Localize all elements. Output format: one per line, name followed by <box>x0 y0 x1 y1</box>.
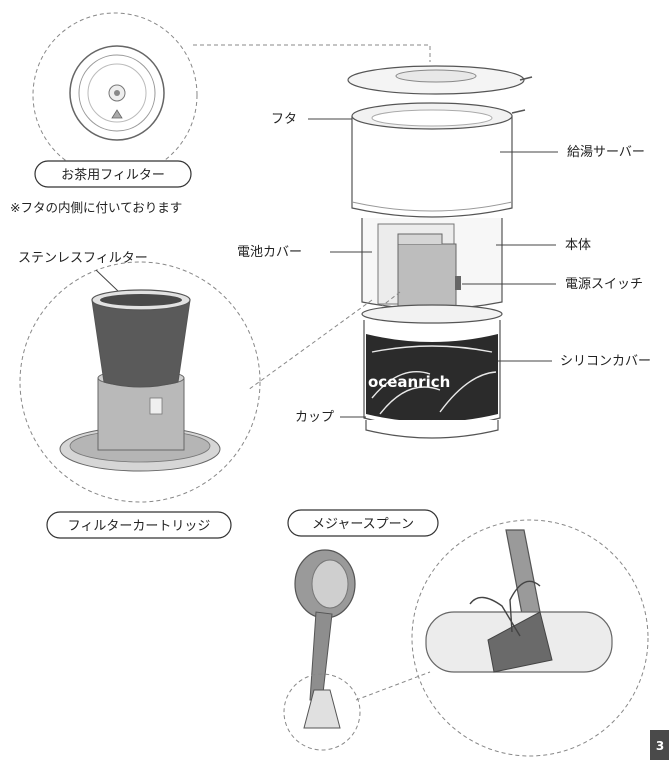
stainless-filter-label: ステンレスフィルター <box>18 251 148 266</box>
measure-spoon-pill <box>287 509 439 537</box>
measure-spoon-label: メジャースプーン <box>312 517 414 532</box>
filter-cartridge-callout: ステンレスフィルター フィルターカートリッジ <box>18 251 261 539</box>
part-labels: フタ 給湯サーバー 電池カバー 本体 電源スイッチ シリコンカバー カップ <box>237 112 651 425</box>
body-part <box>361 218 503 313</box>
tea-filter-label: お茶用フィルター <box>61 167 165 183</box>
cup-part <box>365 420 499 439</box>
silicone-cover-label: シリコンカバー <box>560 354 651 369</box>
spoon-clip-zoom-illustration <box>425 529 613 673</box>
tea-filter-note: ※フタの内側に付いております <box>10 200 182 215</box>
page-number: 3 <box>656 739 664 753</box>
leaf-icon <box>111 109 123 119</box>
battery-cover-label: 電池カバー <box>237 245 302 260</box>
server-label: 給湯サーバー <box>567 145 645 160</box>
spoon-clip-connector <box>355 671 431 701</box>
lid-part <box>347 65 533 95</box>
silicone-cover-part: oceanrich <box>361 304 503 428</box>
cup-label: カップ <box>295 410 334 425</box>
tea-filter-callout: お茶用フィルター ※フタの内側に付いております <box>10 12 198 215</box>
cartridge-connector-inner <box>381 291 401 307</box>
page-number-tab: 3 <box>650 730 669 760</box>
measure-spoon-callout: メジャースプーン <box>283 509 649 757</box>
body-label: 本体 <box>565 238 591 253</box>
tea-filter-illustration <box>69 45 165 141</box>
server-part <box>351 102 526 218</box>
product-illustration: oceanrich <box>347 65 533 439</box>
cartridge-connector <box>247 299 373 391</box>
cartridge-dashed-circle <box>19 261 261 503</box>
filter-cartridge-label: フィルターカートリッジ <box>68 519 211 534</box>
brand-mark: oceanrich <box>368 373 450 391</box>
tea-filter-connector <box>193 44 431 62</box>
power-switch-label: 電源スイッチ <box>565 277 643 292</box>
tea-filter-pill <box>34 160 192 188</box>
spoon-clip-small-circle <box>283 673 361 751</box>
spoon-clip-zoom-circle <box>411 519 649 757</box>
filter-cartridge-pill <box>46 511 232 539</box>
lid-label: フタ <box>271 112 297 127</box>
measure-spoon-illustration <box>294 549 356 729</box>
filter-cartridge-illustration <box>59 289 221 472</box>
